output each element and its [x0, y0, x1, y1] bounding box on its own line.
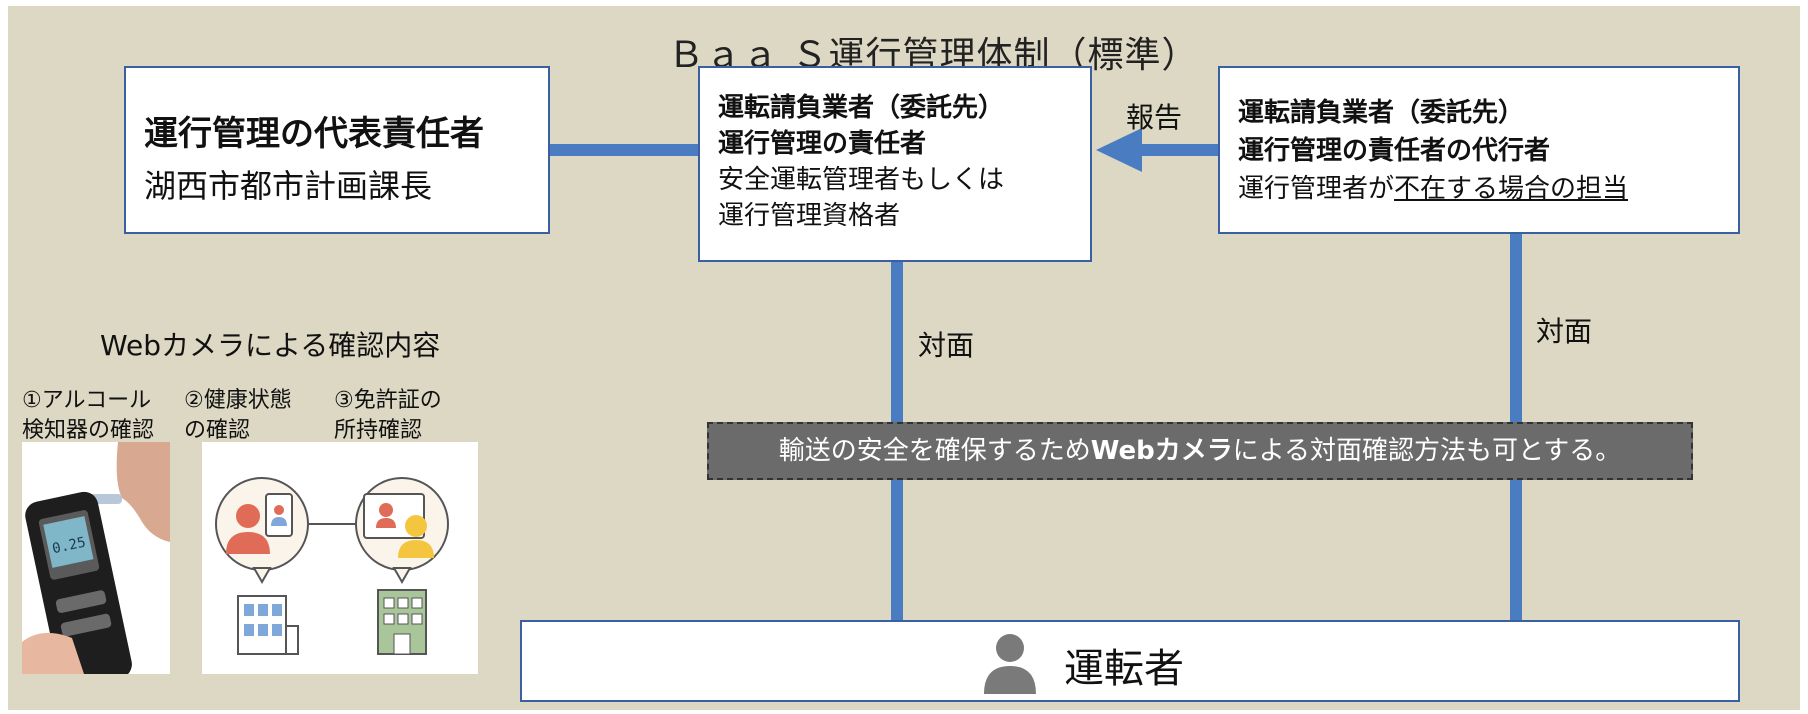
- person-icon: [984, 634, 1036, 694]
- check-health-line1: ②健康状態: [184, 388, 292, 413]
- contractor-box: 運転請負業者（委託先） 運行管理の責任者 安全運転管理者もしくは 運行管理資格者: [698, 66, 1092, 262]
- banner-text-bold: Webカメラ: [1090, 436, 1233, 466]
- deputy-condition-prefix: 運行管理者が: [1238, 174, 1395, 204]
- report-arrow-icon: [1096, 128, 1142, 172]
- video-call-icon: [215, 477, 449, 655]
- driver-box: 運転者: [520, 620, 1740, 702]
- contractor-qualification-1: 安全運転管理者もしくは: [718, 165, 1005, 195]
- contractor-role: 運行管理の責任者: [718, 129, 927, 159]
- deputy-company: 運転請負業者（委託先）: [1238, 98, 1525, 128]
- check-license-line1: ③免許証の: [334, 388, 442, 413]
- check-health-line2: の確認: [184, 418, 251, 443]
- diagram-canvas: Ｂａａ Ｓ運行管理体制（標準） 運行管理の代表責任者 湖西市都市計画課長 運転請…: [8, 6, 1800, 710]
- online-check-illustration: [202, 442, 478, 674]
- connector-report-arrow-shaft: [1138, 144, 1218, 156]
- face-to-face-label-right: 対面: [1536, 315, 1593, 348]
- deputy-box: 運転請負業者（委託先） 運行管理の責任者の代行者 運行管理者が不在する場合の担当: [1218, 66, 1740, 234]
- breathalyzer-readout: 0.25: [51, 535, 87, 558]
- deputy-condition-underlined: 不在する場合の担当: [1394, 174, 1629, 204]
- contractor-qualification-2: 運行管理資格者: [718, 201, 901, 231]
- deputy-condition: 運行管理者が不在する場合の担当: [1238, 170, 1738, 208]
- deputy-role: 運行管理の責任者の代行者: [1238, 136, 1551, 166]
- banner-text-before: 輸送の安全を確保するため: [778, 436, 1091, 466]
- breathalyzer-icon: 0.25: [22, 442, 170, 688]
- banner-text-after: による対面確認方法も可とする。: [1232, 436, 1622, 466]
- webcam-heading: Webカメラによる確認内容: [100, 329, 441, 362]
- representative-name: 湖西市都市計画課長: [144, 167, 433, 205]
- report-label: 報告: [1126, 101, 1183, 134]
- check-license-line2: 所持確認: [334, 418, 423, 443]
- webcam-banner: 輸送の安全を確保するためWebカメラによる対面確認方法も可とする。: [707, 422, 1693, 480]
- driver-label: 運転者: [1064, 646, 1184, 692]
- check-alcohol-line2: 検知器の確認: [22, 418, 155, 443]
- connector-representative-contractor: [548, 144, 698, 156]
- breathalyzer-photo: 0.25: [22, 442, 170, 688]
- face-to-face-label-left: 対面: [918, 329, 975, 362]
- representative-role: 運行管理の代表責任者: [144, 114, 484, 154]
- contractor-company: 運転請負業者（委託先）: [718, 93, 1005, 123]
- check-alcohol-line1: ①アルコール: [22, 388, 152, 413]
- representative-box: 運行管理の代表責任者 湖西市都市計画課長: [124, 66, 550, 234]
